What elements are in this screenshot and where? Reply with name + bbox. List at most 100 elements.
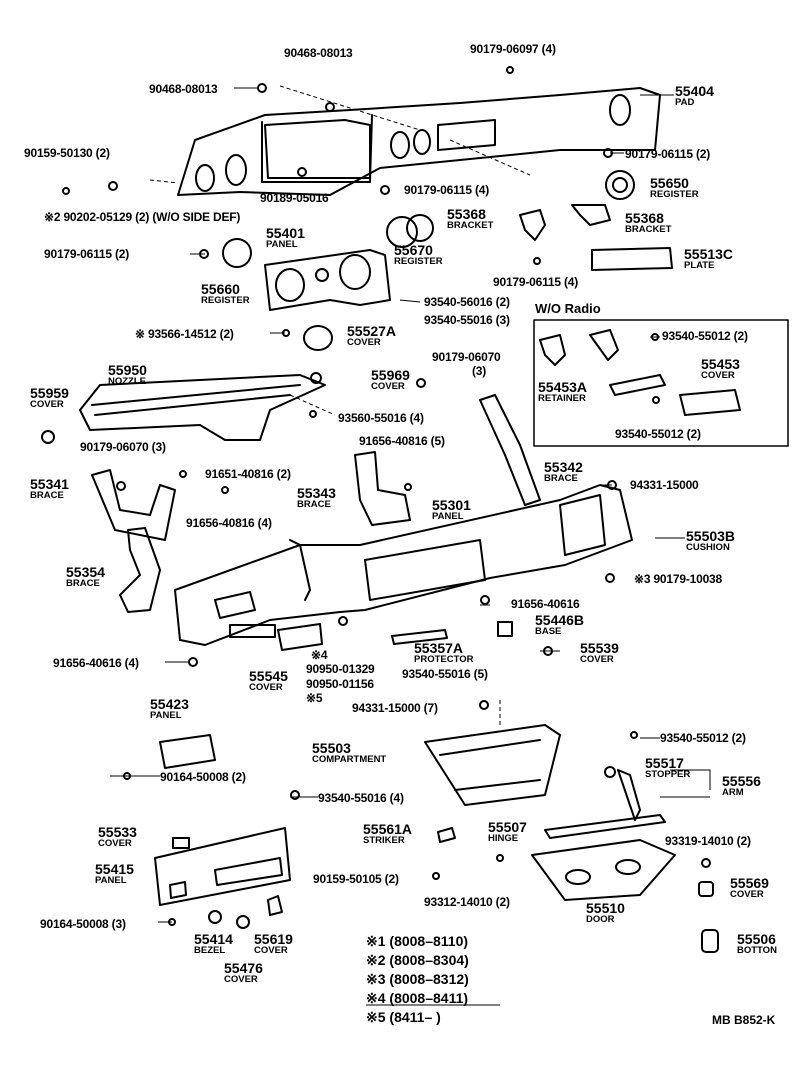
partnum-90468-08013-left: 90468-08013	[149, 82, 218, 96]
partnum-93566-14512: ※ 93566-14512 (2)	[135, 327, 234, 341]
brace-55342-part	[479, 394, 541, 506]
brace-55343-part	[354, 451, 411, 526]
retainer-55453a-part	[609, 374, 666, 396]
partnum-91656-40616-b: 91656-40616 (4)	[53, 656, 139, 670]
plate-55513c-part	[591, 247, 673, 271]
legend-item-5: ※5 (8411– )	[366, 1009, 441, 1025]
partnum-90179-06115-b: 90179-06115 (4)	[404, 183, 490, 197]
partnum-93540-55012-c: 93540-55012 (2)	[660, 731, 746, 745]
hinge-55507-part	[544, 814, 666, 839]
partnum-93540-55016-3: 93540-55016 (3)	[424, 313, 510, 327]
bezel-55414-part	[208, 910, 222, 924]
applicability-legend: ※1 (8008–8110) ※2 (8008–8304) ※3 (8008–8…	[366, 932, 469, 1027]
partnum-90189-05016: 90189-05016	[260, 191, 329, 205]
compartment-55503-part	[424, 724, 561, 806]
partnum-90179-06070-a: 90179-06070	[432, 350, 501, 364]
register-55670-part	[386, 216, 418, 248]
partnum-90179-06115-d: 90179-06115 (4)	[493, 275, 579, 289]
partnum-93540-55016-5: 93540-55016 (5)	[402, 667, 488, 681]
bracket-55368-left-part	[519, 209, 546, 241]
partnum-91656-40816-4: 91656-40816 (4)	[186, 516, 272, 530]
cover-55959-part	[41, 430, 55, 444]
base-55446b-part	[497, 621, 513, 637]
partnum-93540-56016: 93540-56016 (2)	[424, 295, 510, 309]
partnum-90159-50105: 90159-50105 (2)	[313, 872, 399, 886]
partnum-90179-06070-b: 90179-06070 (3)	[80, 440, 166, 454]
legend-item-1: ※1 (8008–8110)	[366, 933, 469, 949]
partnum-90164-50008-2: 90164-50008 (2)	[160, 770, 246, 784]
cover-55569-part	[698, 881, 714, 897]
bracket-55368-right-part	[571, 204, 611, 226]
partnum-93540-55012-b: 93540-55012 (2)	[615, 427, 701, 441]
mark-90950-01156: ※5	[306, 691, 323, 705]
partnum-93312-14010: 93312-14010 (2)	[424, 895, 510, 909]
nozzle-55950-part	[79, 374, 326, 441]
stopper-55517-part	[604, 766, 616, 778]
door-55510-part	[531, 839, 676, 901]
cover-55527a-part	[303, 325, 333, 351]
register-55660-part	[222, 238, 252, 268]
instrument-panel-55301-part	[174, 484, 633, 646]
partnum-93560-55016: 93560-55016 (4)	[338, 411, 424, 425]
brace-55354-part	[119, 527, 161, 613]
partnum-91656-40816-5: 91656-40816 (5)	[359, 434, 445, 448]
cover-55969-part	[310, 372, 322, 384]
partnum-90468-08013-top: 90468-08013	[284, 46, 353, 60]
partnum-93540-55012-a: 93540-55012 (2)	[662, 329, 748, 343]
retainer-right-part	[589, 329, 619, 361]
partnum-91656-40616-a: 91656-40616	[511, 597, 580, 611]
partnum-90159-50130: 90159-50130 (2)	[24, 146, 110, 160]
partnum-90164-50008-3: 90164-50008 (3)	[40, 917, 126, 931]
partnum-90950-01156: 90950-01156	[306, 677, 374, 691]
partnum-91651-40816: 91651-40816 (2)	[205, 467, 291, 481]
lower-panel-55415-part	[154, 827, 291, 906]
partnum-90950-01329: 90950-01329	[306, 662, 375, 676]
partnum-90179-06115-c: 90179-06115 (2)	[44, 247, 130, 261]
partnum-90179-10038: ※3 90179-10038	[634, 572, 722, 586]
cover-55545-part	[277, 623, 323, 651]
bottom-55506-part	[701, 929, 719, 953]
leader-lines	[110, 85, 711, 1006]
cover-55533-part	[172, 837, 190, 849]
legend-item-4: ※4 (8008–8411)	[366, 990, 469, 1006]
diagram-reference-code: MB B852-K	[712, 1013, 776, 1027]
partnum-93319-14010: 93319-14010 (2)	[665, 834, 751, 848]
qty-90179-06070-a: (3)	[472, 364, 487, 378]
partnum-94331-15000-a: 94331-15000	[630, 478, 699, 492]
partnum-93540-55016-4: 93540-55016 (4)	[318, 791, 404, 805]
register-55650-part	[605, 170, 635, 200]
cover-55619-part	[267, 895, 283, 916]
